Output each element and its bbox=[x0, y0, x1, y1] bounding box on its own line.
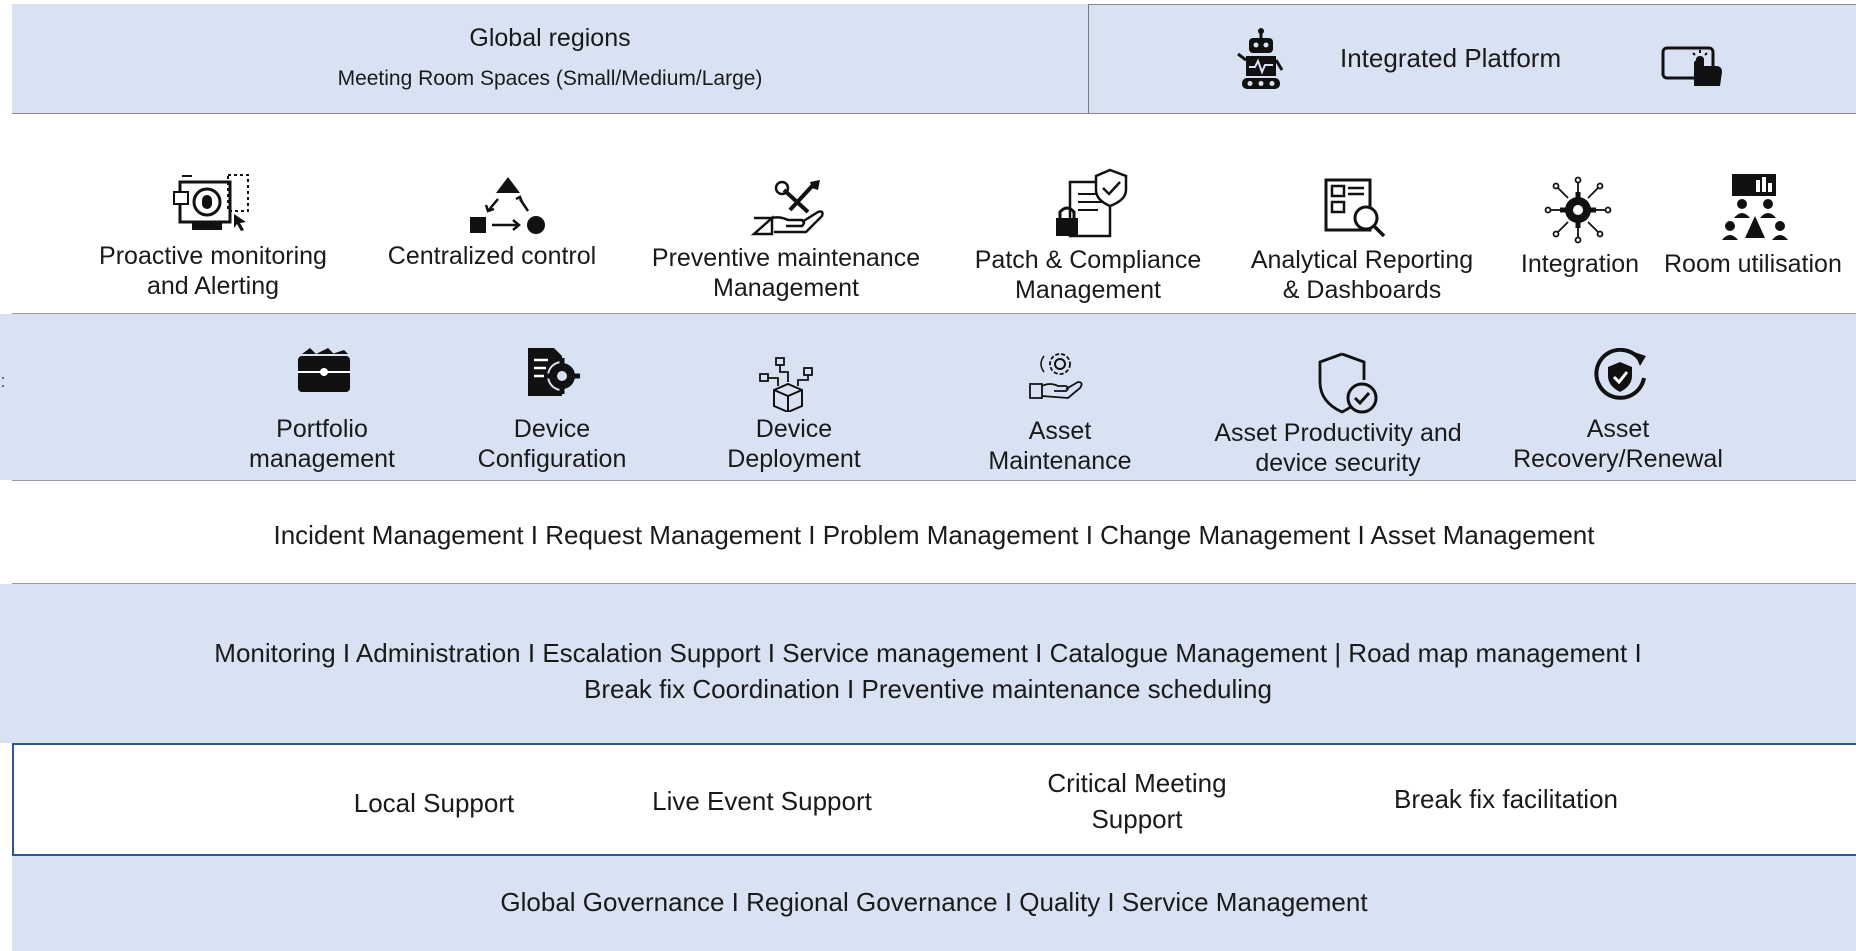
deployment-box-icon bbox=[758, 356, 820, 412]
maintenance-hand-icon bbox=[750, 178, 830, 236]
feature-room-utilisation: Room utilisation bbox=[1664, 250, 1842, 278]
operations-line-2: Break fix Coordination I Preventive main… bbox=[584, 674, 1272, 704]
feature-analytical-reporting: Analytical Reporting& Dashboards bbox=[1250, 246, 1474, 304]
compliance-document-icon bbox=[1054, 168, 1130, 244]
platform-label: Integrated Platform bbox=[1340, 43, 1562, 73]
onsite-support-band bbox=[12, 743, 1856, 856]
feature-centralized-control: Centralized control bbox=[387, 242, 597, 270]
governance-text: Global Governance I Regional Governance … bbox=[500, 887, 1368, 917]
room-utilisation-icon bbox=[1720, 172, 1790, 244]
shield-check-icon bbox=[1316, 350, 1380, 418]
regions-subtitle: Meeting Room Spaces (Small/Medium/Large) bbox=[337, 67, 763, 90]
governance-band bbox=[12, 856, 1856, 951]
operations-line-1: Monitoring I Administration I Escalation… bbox=[214, 638, 1642, 668]
left-edge-marker: : bbox=[0, 371, 6, 389]
robot-icon bbox=[1236, 28, 1286, 92]
itsm-band bbox=[12, 480, 1856, 584]
support-local: Local Support bbox=[353, 788, 515, 818]
asset-maintenance-icon bbox=[1028, 350, 1086, 402]
control-flow-icon bbox=[468, 175, 548, 235]
touch-screen-icon bbox=[1660, 42, 1726, 90]
support-live-event: Live Event Support bbox=[652, 786, 872, 816]
itsm-processes: Incident Management I Request Management… bbox=[273, 520, 1595, 550]
report-search-icon bbox=[1322, 176, 1394, 240]
operations-band bbox=[0, 584, 1856, 743]
shield-refresh-icon bbox=[1590, 348, 1650, 404]
regions-header bbox=[12, 4, 1088, 114]
monitor-alert-icon bbox=[172, 172, 252, 234]
asset-services-band bbox=[0, 314, 1856, 480]
platform-header bbox=[1088, 4, 1856, 114]
device-config-icon bbox=[524, 344, 582, 398]
feature-integration: Integration bbox=[1520, 250, 1640, 278]
regions-title: Global regions bbox=[469, 24, 631, 52]
platform-features-band bbox=[12, 114, 1856, 314]
wallet-icon bbox=[296, 346, 352, 394]
integration-gear-icon bbox=[1544, 176, 1612, 244]
support-break-fix: Break fix facilitation bbox=[1394, 784, 1618, 814]
